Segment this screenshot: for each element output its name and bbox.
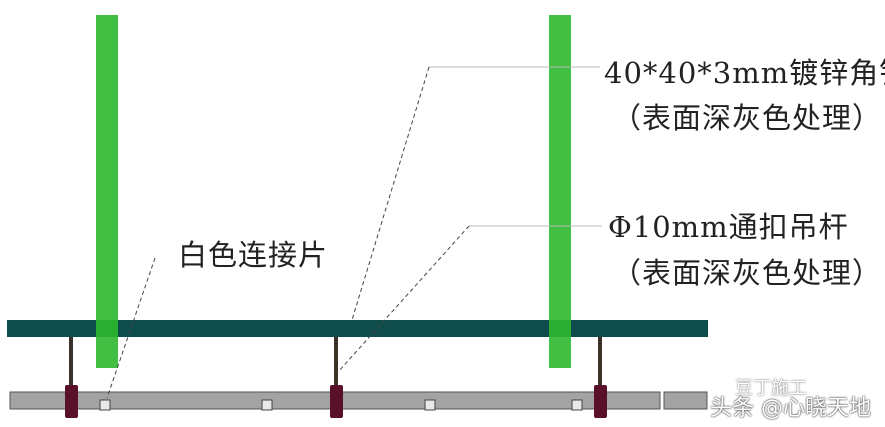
- hanger-rod-cap: [594, 385, 607, 418]
- watermark-top: 豆丁施工: [735, 378, 807, 399]
- hanger-rod-cap: [65, 385, 78, 418]
- watermark-bottom: 头条 @心晓天地: [710, 396, 871, 421]
- angle-steel-vertical-right: [549, 15, 571, 368]
- leader-lines: [106, 66, 602, 399]
- connector-plate: [424, 399, 436, 411]
- label-hanger-rod-note: （表面深灰色处理）: [612, 256, 883, 290]
- hanger-rod-cap: [330, 385, 343, 418]
- leader-hanger-rod-diag: [337, 225, 470, 373]
- label-hanger-rod: Φ10mm通扣吊杆: [608, 210, 849, 244]
- hanger-rod: [69, 337, 73, 387]
- hanger-rod: [598, 337, 602, 387]
- angle-steel-vertical-left: [96, 15, 118, 368]
- connector-plates: [99, 399, 583, 411]
- leader-angle-steel-diag: [351, 66, 430, 321]
- label-angle-steel: 40*40*3mm镀锌角钢: [604, 56, 885, 90]
- label-connector: 白色连接片: [178, 238, 329, 272]
- connector-plate: [571, 399, 583, 411]
- hanger-rods: [65, 337, 607, 418]
- connector-plate: [99, 399, 111, 411]
- connector-plate: [261, 399, 273, 411]
- main-beam: [7, 320, 708, 337]
- leader-connector: [106, 257, 156, 399]
- bottom-rail-end-piece: [663, 391, 708, 410]
- label-angle-steel-note: （表面深灰色处理）: [612, 101, 883, 135]
- hanger-rod: [334, 337, 338, 387]
